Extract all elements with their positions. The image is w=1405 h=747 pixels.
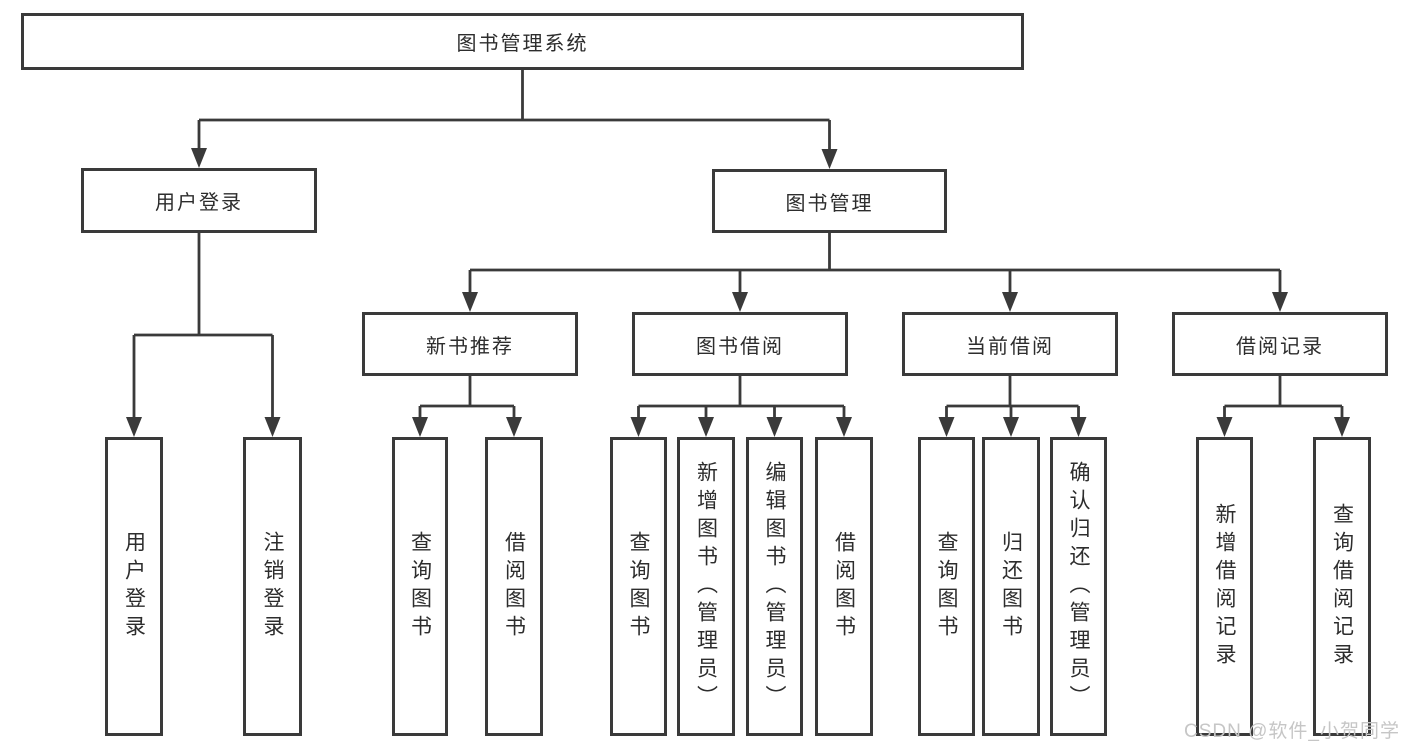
leaf-rec-query: 查询图书 bbox=[392, 437, 448, 736]
connector-login-children bbox=[126, 233, 281, 437]
node-current-borrow-label: 当前借阅 bbox=[966, 335, 1054, 358]
node-current-borrow: 当前借阅 bbox=[902, 312, 1118, 376]
connector-mgmt-children bbox=[462, 233, 1288, 312]
leaf-cb-return: 归还图书 bbox=[982, 437, 1040, 736]
node-new-book-rec-label: 新书推荐 bbox=[426, 335, 514, 358]
node-root-label: 图书管理系统 bbox=[456, 33, 589, 55]
leaf-bb-edit: 编辑图书（管理员） bbox=[746, 437, 803, 736]
connector-record-children bbox=[1216, 376, 1350, 437]
node-book-borrow-label: 图书借阅 bbox=[696, 335, 784, 358]
node-book-borrow: 图书借阅 bbox=[632, 312, 848, 376]
node-borrow-record-label: 借阅记录 bbox=[1236, 335, 1324, 358]
leaf-cb-confirm-label: 确认归还（管理员） bbox=[1067, 460, 1091, 713]
node-book-mgmt-label: 图书管理 bbox=[785, 192, 874, 215]
connector-root-children bbox=[191, 70, 838, 169]
leaf-rec-borrow: 借阅图书 bbox=[485, 437, 543, 736]
leaf-br-query: 查询借阅记录 bbox=[1313, 437, 1371, 736]
leaf-cb-confirm: 确认归还（管理员） bbox=[1050, 437, 1107, 736]
connector-current-children bbox=[938, 376, 1087, 437]
leaf-logout-label: 注销登录 bbox=[261, 530, 285, 643]
leaf-bb-edit-label: 编辑图书（管理员） bbox=[763, 460, 787, 713]
leaf-cb-query: 查询图书 bbox=[918, 437, 975, 736]
node-new-book-rec: 新书推荐 bbox=[362, 312, 578, 376]
node-user-login: 用户登录 bbox=[81, 168, 317, 233]
leaf-bb-query-label: 查询图书 bbox=[627, 530, 651, 643]
node-borrow-record: 借阅记录 bbox=[1172, 312, 1388, 376]
leaf-cb-return-label: 归还图书 bbox=[999, 530, 1023, 643]
leaf-br-add: 新增借阅记录 bbox=[1196, 437, 1253, 736]
csdn-watermark: CSDN @软件_小贺同学 bbox=[1184, 721, 1400, 742]
leaf-rec-query-label: 查询图书 bbox=[408, 530, 432, 643]
leaf-bb-query: 查询图书 bbox=[610, 437, 667, 736]
connector-borrow-children bbox=[630, 376, 852, 437]
node-root: 图书管理系统 bbox=[21, 13, 1024, 70]
connector-rec-children bbox=[412, 376, 522, 437]
leaf-bb-add: 新增图书（管理员） bbox=[677, 437, 735, 736]
leaf-bb-borrow-label: 借阅图书 bbox=[832, 530, 856, 643]
leaf-logout: 注销登录 bbox=[243, 437, 302, 736]
leaf-br-query-label: 查询借阅记录 bbox=[1330, 502, 1354, 671]
leaf-bb-borrow: 借阅图书 bbox=[815, 437, 873, 736]
node-user-login-label: 用户登录 bbox=[155, 192, 243, 214]
leaf-user-login: 用户登录 bbox=[105, 437, 163, 736]
leaf-user-login-label: 用户登录 bbox=[122, 530, 146, 643]
leaf-br-add-label: 新增借阅记录 bbox=[1213, 502, 1237, 671]
leaf-cb-query-label: 查询图书 bbox=[935, 530, 959, 643]
leaf-rec-borrow-label: 借阅图书 bbox=[502, 530, 526, 643]
node-book-mgmt: 图书管理 bbox=[712, 169, 947, 233]
leaf-bb-add-label: 新增图书（管理员） bbox=[694, 460, 718, 713]
